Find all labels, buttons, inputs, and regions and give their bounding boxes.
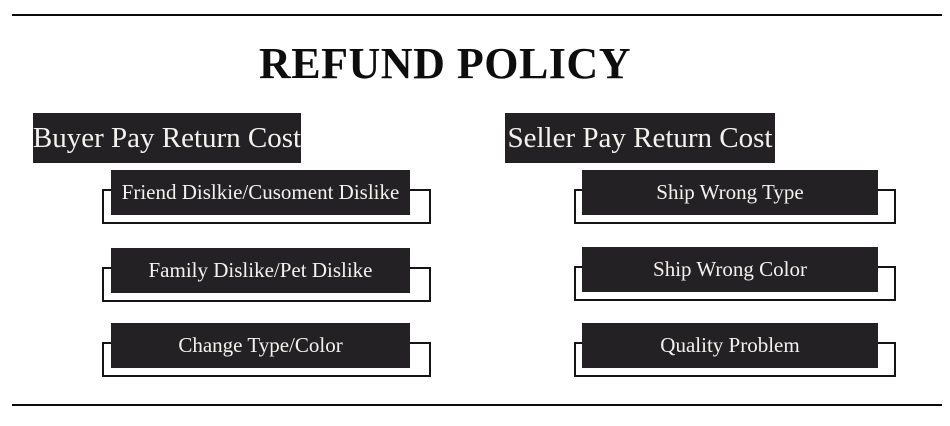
policy-item-label: Quality Problem xyxy=(582,323,878,368)
page-title: REFUND POLICY xyxy=(259,39,631,88)
top-divider-line xyxy=(12,14,942,16)
policy-item-label: Friend Dislkie/Cusoment Dislike xyxy=(111,170,410,215)
policy-item-label: Change Type/Color xyxy=(111,323,410,368)
policy-item-label: Family Dislike/Pet Dislike xyxy=(111,248,410,293)
policy-item-label: Ship Wrong Color xyxy=(582,247,878,292)
seller-column-header: Seller Pay Return Cost xyxy=(505,113,775,163)
bottom-divider-line xyxy=(12,404,942,406)
policy-item-label: Ship Wrong Type xyxy=(582,170,878,215)
buyer-column-header: Buyer Pay Return Cost xyxy=(33,113,301,163)
